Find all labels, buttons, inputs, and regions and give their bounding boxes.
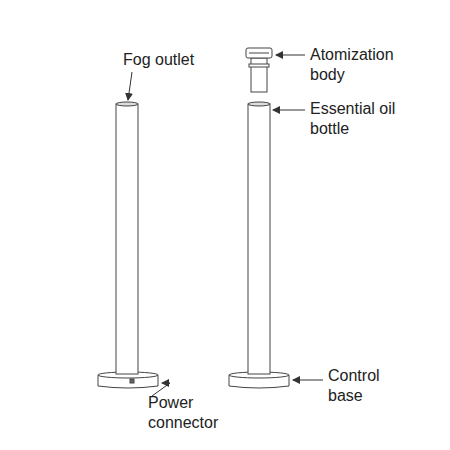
part-label: Essential oil bottle: [310, 99, 402, 139]
oil-bottle: [248, 104, 270, 374]
oil-bottle: [116, 104, 138, 374]
part-label: Control base: [328, 366, 403, 406]
atomization-body: [251, 58, 267, 92]
leader-line: [128, 72, 132, 100]
part-label: Fog outlet: [123, 50, 263, 70]
leader-line: [293, 380, 323, 381]
leader-line: [273, 110, 305, 111]
atomizer-cap: [246, 48, 272, 58]
part-label: Atomization body: [310, 45, 420, 85]
leader-line: [276, 55, 305, 56]
power-port: [130, 379, 134, 383]
part-label: Power connector: [148, 393, 238, 433]
